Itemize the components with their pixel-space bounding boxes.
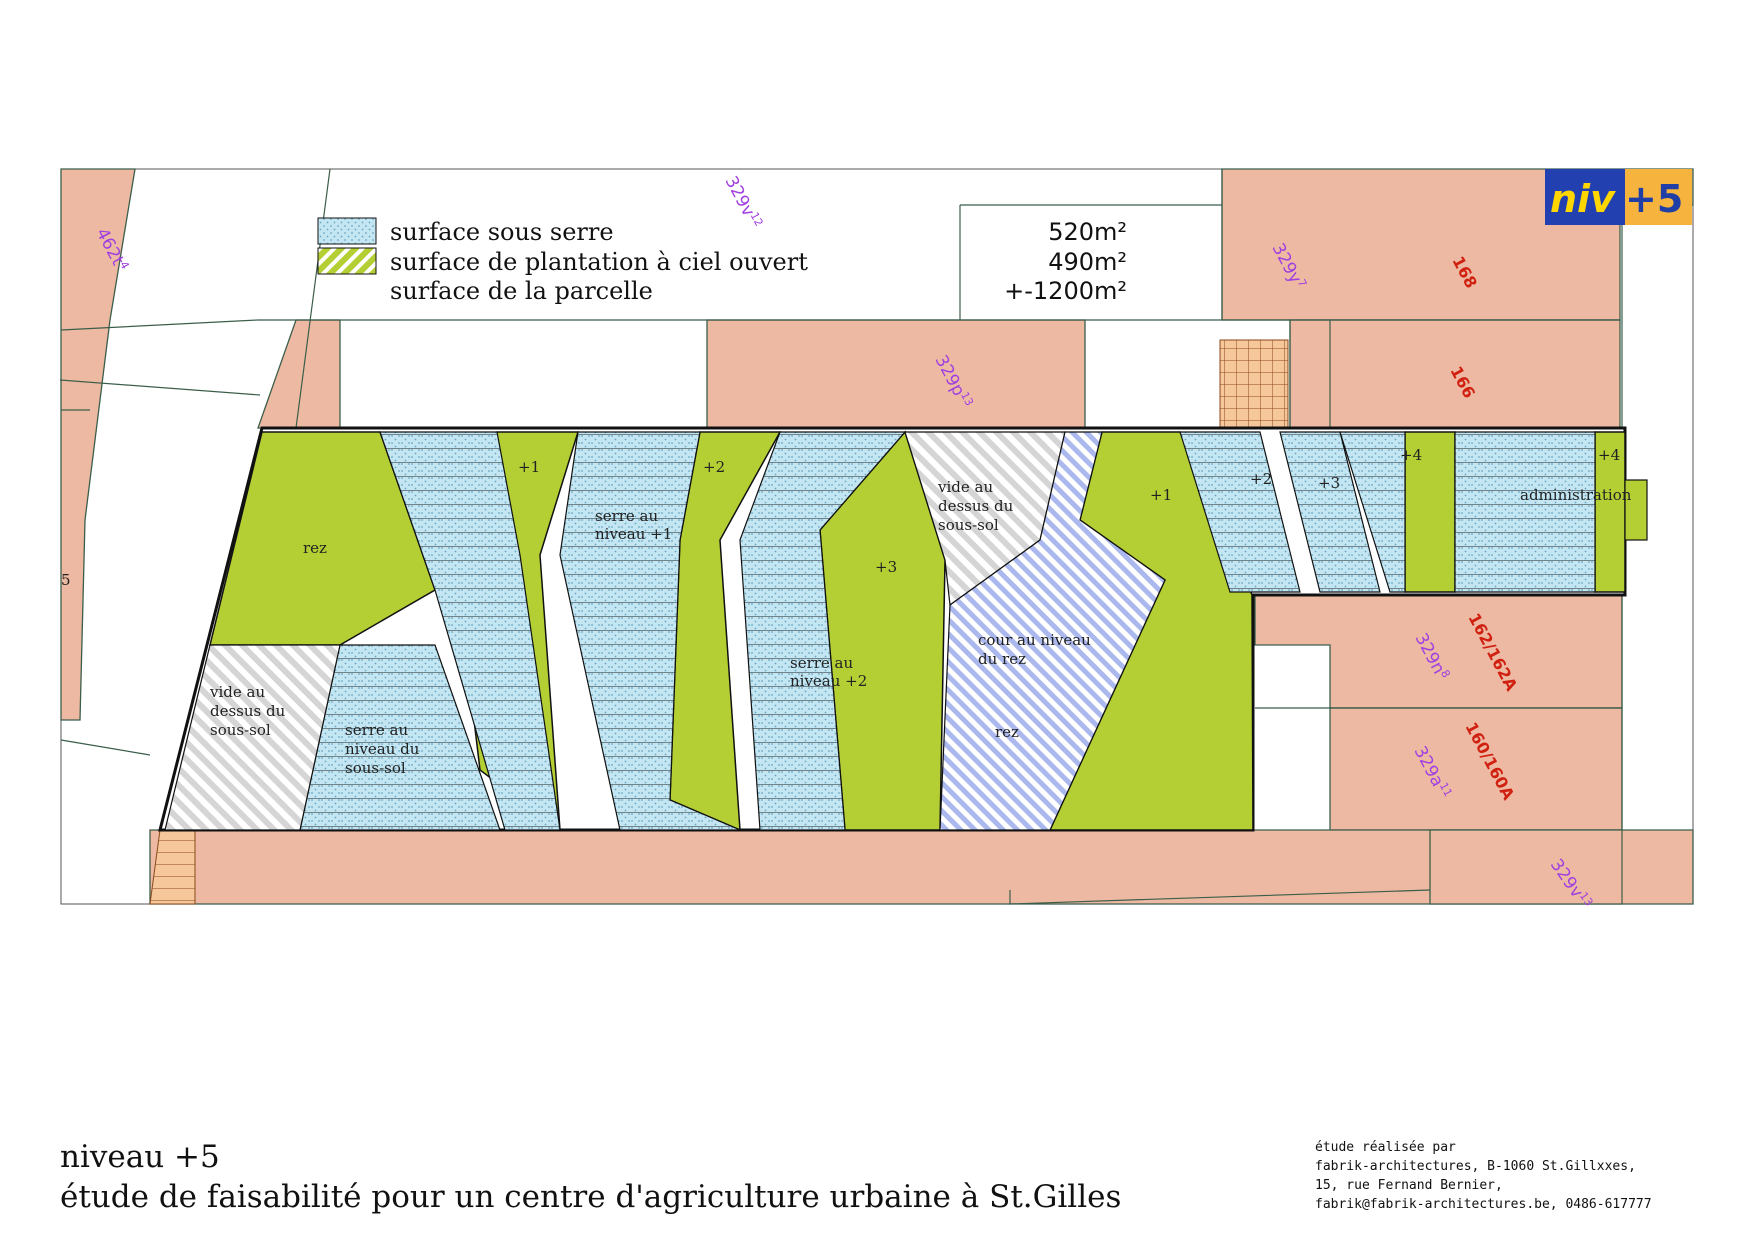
label-serre-niv2-line1: serre au	[790, 654, 854, 672]
label-serre-niv1-line1: serre au	[595, 507, 659, 525]
label-rez-left: rez	[303, 539, 327, 557]
credits-block: étude réalisée par fabrik-architectures,…	[1315, 1138, 1652, 1214]
label-serre-ss-line1: serre au	[345, 721, 409, 739]
label-vide-top-line1: vide au	[937, 478, 993, 496]
legend-value-plantation: 490m²	[1048, 248, 1127, 276]
vide-bottom	[164, 644, 341, 831]
vide-areas	[164, 431, 1066, 831]
label-rez-cour: rez	[995, 723, 1019, 741]
cour-area	[939, 431, 1166, 831]
label-serre-niv1-line2: niveau +1	[595, 525, 672, 543]
credits-line-4: fabrik@fabrik-architectures.be, 0486-617…	[1315, 1197, 1652, 1212]
label-serre-niv2-line2: niveau +2	[790, 672, 867, 690]
label-vide-top-line3: sous-sol	[938, 516, 999, 534]
label-plus2-a: +2	[703, 458, 725, 476]
serre-admin	[1454, 431, 1596, 593]
label-vide-bottom-line3: sous-sol	[210, 721, 271, 739]
serre-band-4	[1179, 431, 1301, 593]
serre-band-1	[379, 431, 561, 831]
open-planting-areas	[209, 430, 1626, 832]
label-plus3-b: +3	[1318, 474, 1340, 492]
badge-suffix: +5	[1625, 177, 1683, 221]
label-serre-ss-line2: niveau du	[345, 740, 420, 758]
serre-band-5	[1279, 431, 1381, 593]
parcel-bottom-right	[1429, 829, 1694, 905]
label-cour-line1: cour au niveau	[978, 631, 1091, 649]
label-vide-bottom-line1: vide au	[209, 683, 265, 701]
legend-value-parcelle: +-1200m²	[1004, 277, 1127, 305]
greenhouse-areas	[299, 431, 1596, 831]
legend-label-serre: surface sous serre	[390, 218, 614, 246]
credits-line-3: 15, rue Fernand Bernier,	[1315, 1178, 1503, 1193]
credits-line-2: fabrik-architectures, B-1060 St.Gillxxes…	[1315, 1159, 1636, 1174]
label-small-5: 5	[61, 571, 71, 589]
green-rez-left	[209, 431, 436, 646]
admin-box	[1624, 479, 1648, 541]
page-subtitle: étude de faisabilité pour un centre d'ag…	[60, 1179, 1122, 1215]
parcel-left-strip	[60, 168, 136, 721]
parcel-outlines	[59, 168, 1623, 905]
label-plus4-c: +4	[1598, 446, 1620, 464]
parcel-bottom	[149, 829, 1623, 905]
neighbour-parcels	[60, 168, 1694, 905]
level-badge: niv +5	[1545, 169, 1692, 225]
label-vide-top-line2: dessus du	[938, 497, 1014, 515]
serre-band-6	[1339, 431, 1406, 593]
legend-swatch-green	[317, 247, 377, 275]
label-administration: administration	[1520, 486, 1632, 504]
label-vide-bottom-line2: dessus du	[210, 702, 286, 720]
badge-prefix: niv	[1550, 177, 1616, 221]
legend-swatch-serre	[317, 217, 377, 245]
footer-title-block: niveau +5 étude de faisabilité pour un c…	[60, 1137, 1121, 1217]
grid-patch	[1219, 339, 1289, 429]
label-plus1-b: +1	[1150, 486, 1172, 504]
page-title: niveau +5	[60, 1139, 220, 1175]
legend: surface sous serre surface de plantation…	[317, 217, 1127, 305]
legend-value-serre: 520m²	[1048, 218, 1127, 246]
label-plus2-b: +2	[1250, 470, 1272, 488]
label-cour-line2: du rez	[978, 650, 1026, 668]
parcel-329p	[706, 319, 1086, 429]
label-plus4-b: +4	[1400, 446, 1422, 464]
legend-label-plantation: surface de plantation à ciel ouvert	[390, 248, 808, 276]
label-plus3-a: +3	[875, 558, 897, 576]
zone-labels: rez +1 +2 serre au niveau +1 +3 vide au …	[61, 446, 1632, 777]
label-plus1-a: +1	[518, 458, 540, 476]
credits-line-1: étude réalisée par	[1315, 1140, 1456, 1155]
label-serre-ss-line3: sous-sol	[345, 759, 406, 777]
serre-band-2	[559, 431, 741, 831]
legend-label-parcelle: surface de la parcelle	[390, 277, 653, 305]
